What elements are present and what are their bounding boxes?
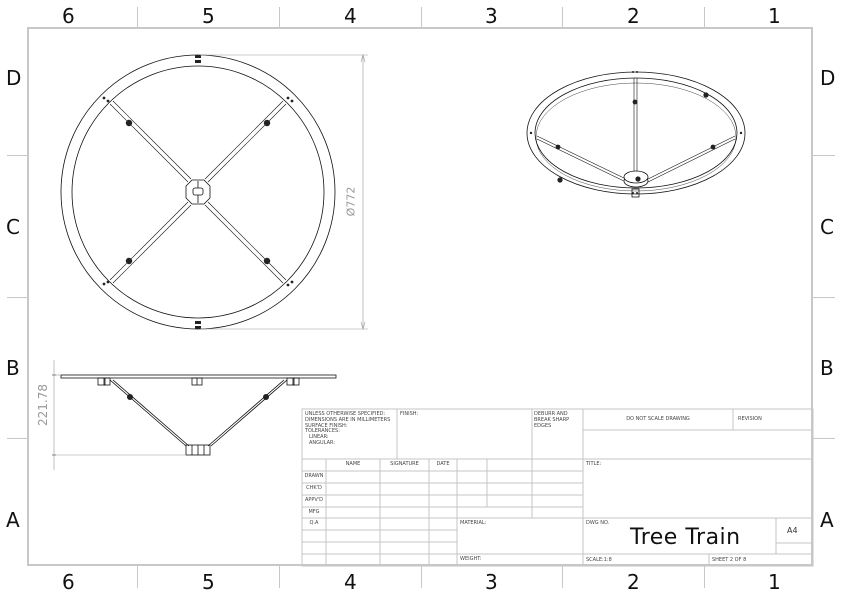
zone-top-3: 3 bbox=[485, 4, 498, 28]
deburr-line: DEBURR AND bbox=[534, 411, 568, 417]
zone-bottom-4: 4 bbox=[344, 570, 357, 594]
tol-line: LINEAR: bbox=[309, 434, 329, 440]
deburr-line: BREAK SHARP bbox=[534, 416, 570, 423]
do-not-scale-note: DO NOT SCALE DRAWING bbox=[626, 416, 690, 422]
sheet-number: SHEET 2 OF 8 bbox=[712, 557, 747, 563]
title-block-grid bbox=[301, 408, 814, 567]
zone-right-A: A bbox=[820, 508, 834, 532]
zone-right-B: B bbox=[820, 356, 834, 380]
tol-line: UNLESS OTHERWISE SPECIFIED: bbox=[305, 411, 386, 417]
zone-left-B: B bbox=[6, 356, 20, 380]
tol-line: DIMENSIONS ARE IN MILLIMETERS bbox=[305, 416, 391, 423]
zone-bottom-6: 6 bbox=[62, 570, 75, 594]
row-checked: CHK'D bbox=[306, 485, 322, 491]
diameter-dimension bbox=[200, 53, 368, 331]
zone-right-D: D bbox=[820, 66, 836, 90]
drawing-border bbox=[27, 27, 813, 566]
dwg-no-label: DWG NO. bbox=[586, 520, 610, 526]
isometric-view bbox=[526, 71, 746, 198]
deburr-line: EDGES bbox=[534, 422, 552, 429]
zone-left-A: A bbox=[6, 508, 20, 532]
tol-line: TOLERANCES: bbox=[305, 428, 340, 435]
height-dimension bbox=[52, 360, 185, 470]
zone-bottom-3: 3 bbox=[485, 570, 498, 594]
weight-label: WEIGHT: bbox=[460, 556, 482, 562]
tol-line: ANGULAR: bbox=[309, 439, 336, 446]
zone-top-6: 6 bbox=[62, 4, 75, 28]
row-approved: APPV'D bbox=[304, 497, 324, 503]
zone-top-4: 4 bbox=[344, 4, 357, 28]
zone-left-C: C bbox=[6, 215, 20, 239]
scale-label: SCALE:1:8 bbox=[586, 557, 612, 563]
zone-bottom-5: 5 bbox=[202, 570, 215, 594]
drawing-number: Tree Train bbox=[630, 525, 741, 550]
tolerances-note: UNLESS OTHERWISE SPECIFIED: DIMENSIONS A… bbox=[305, 411, 391, 447]
height-label: 221.78 bbox=[36, 384, 50, 426]
top-view bbox=[60, 54, 336, 330]
zone-top-5: 5 bbox=[202, 4, 215, 28]
row-drawn: DRAWN bbox=[304, 473, 324, 479]
header-signature: SIGNATURE bbox=[390, 461, 419, 467]
diameter-label: Ø772 bbox=[344, 186, 358, 217]
deburr-note: DEBURR AND BREAK SHARP EDGES bbox=[534, 411, 570, 429]
zone-top-1: 1 bbox=[768, 4, 781, 28]
zone-left-D: D bbox=[6, 66, 22, 90]
zone-bottom-1: 1 bbox=[768, 570, 781, 594]
row-qa: Q.A bbox=[309, 520, 319, 526]
tol-line: SURFACE FINISH: bbox=[305, 422, 348, 429]
row-mfg: MFG bbox=[308, 509, 320, 515]
material-label: MATERIAL: bbox=[460, 520, 487, 526]
revision-label: REVISION bbox=[738, 416, 762, 422]
zone-right-C: C bbox=[820, 215, 834, 239]
sheet-size: A4 bbox=[787, 526, 798, 535]
finish-label: FINISH: bbox=[400, 411, 419, 417]
zone-top-2: 2 bbox=[627, 4, 640, 28]
header-date: DATE bbox=[436, 461, 450, 467]
title-label: TITLE: bbox=[586, 461, 602, 467]
side-view bbox=[60, 374, 337, 456]
zone-bottom-2: 2 bbox=[627, 570, 640, 594]
header-name: NAME bbox=[345, 461, 361, 467]
